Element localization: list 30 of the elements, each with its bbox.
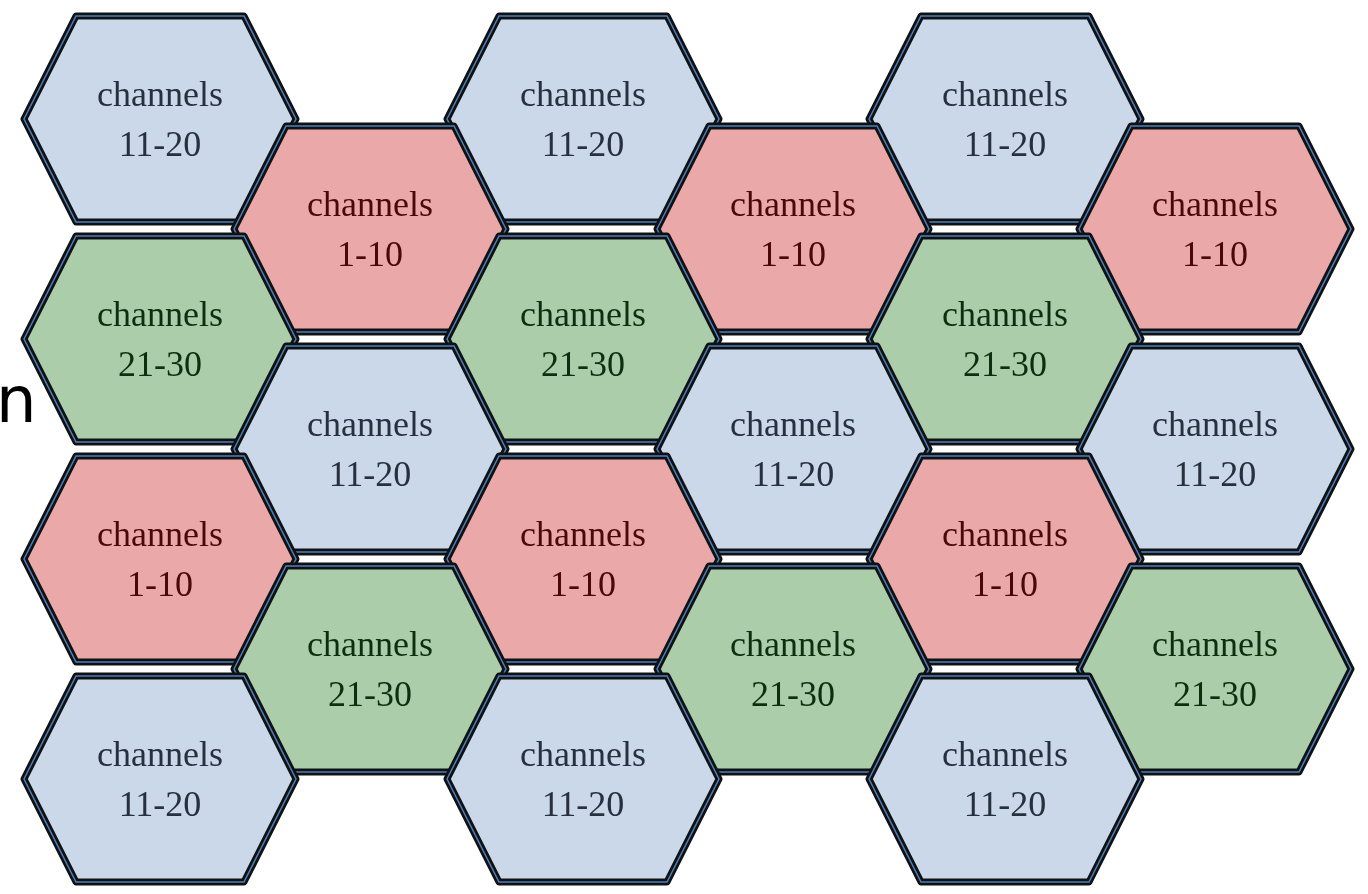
channel-range: channels 21-30: [306, 622, 434, 716]
hexagon-cell: [20, 12, 300, 226]
channel-range: channels 11-20: [941, 72, 1069, 166]
hexagon-cell: [443, 672, 723, 886]
channel-range: channels 11-20: [941, 732, 1069, 826]
channel-range: channels 21-30: [1151, 622, 1279, 716]
channel-range: channels 1-10: [96, 512, 224, 606]
hexagon-cell: [1075, 342, 1355, 556]
channel-range: channels 21-30: [519, 292, 647, 386]
hexagon-cell: [1075, 562, 1355, 776]
channel-range: channels 21-30: [96, 292, 224, 386]
channel-range: channels 11-20: [96, 72, 224, 166]
channel-range: channels 1-10: [1151, 182, 1279, 276]
channel-range: channels 21-30: [941, 292, 1069, 386]
channel-range: channels 1-10: [306, 182, 434, 276]
hexagon-cell: [865, 672, 1145, 886]
hexagon-cell: [20, 672, 300, 886]
channel-range: channels 11-20: [1151, 402, 1279, 496]
hexagon-cell: [1075, 122, 1355, 336]
channel-range: channels 11-20: [96, 732, 224, 826]
channel-range: channels 11-20: [729, 402, 857, 496]
channel-range: channels 1-10: [941, 512, 1069, 606]
channel-range: channels 1-10: [729, 182, 857, 276]
channel-range: channels 21-30: [729, 622, 857, 716]
channel-range: channels 11-20: [519, 72, 647, 166]
channel-range: channels 11-20: [519, 732, 647, 826]
channel-range: channels 11-20: [306, 402, 434, 496]
channel-range: channels 1-10: [519, 512, 647, 606]
text-fragment: n: [0, 368, 37, 432]
hexagon-cell: [20, 452, 300, 666]
